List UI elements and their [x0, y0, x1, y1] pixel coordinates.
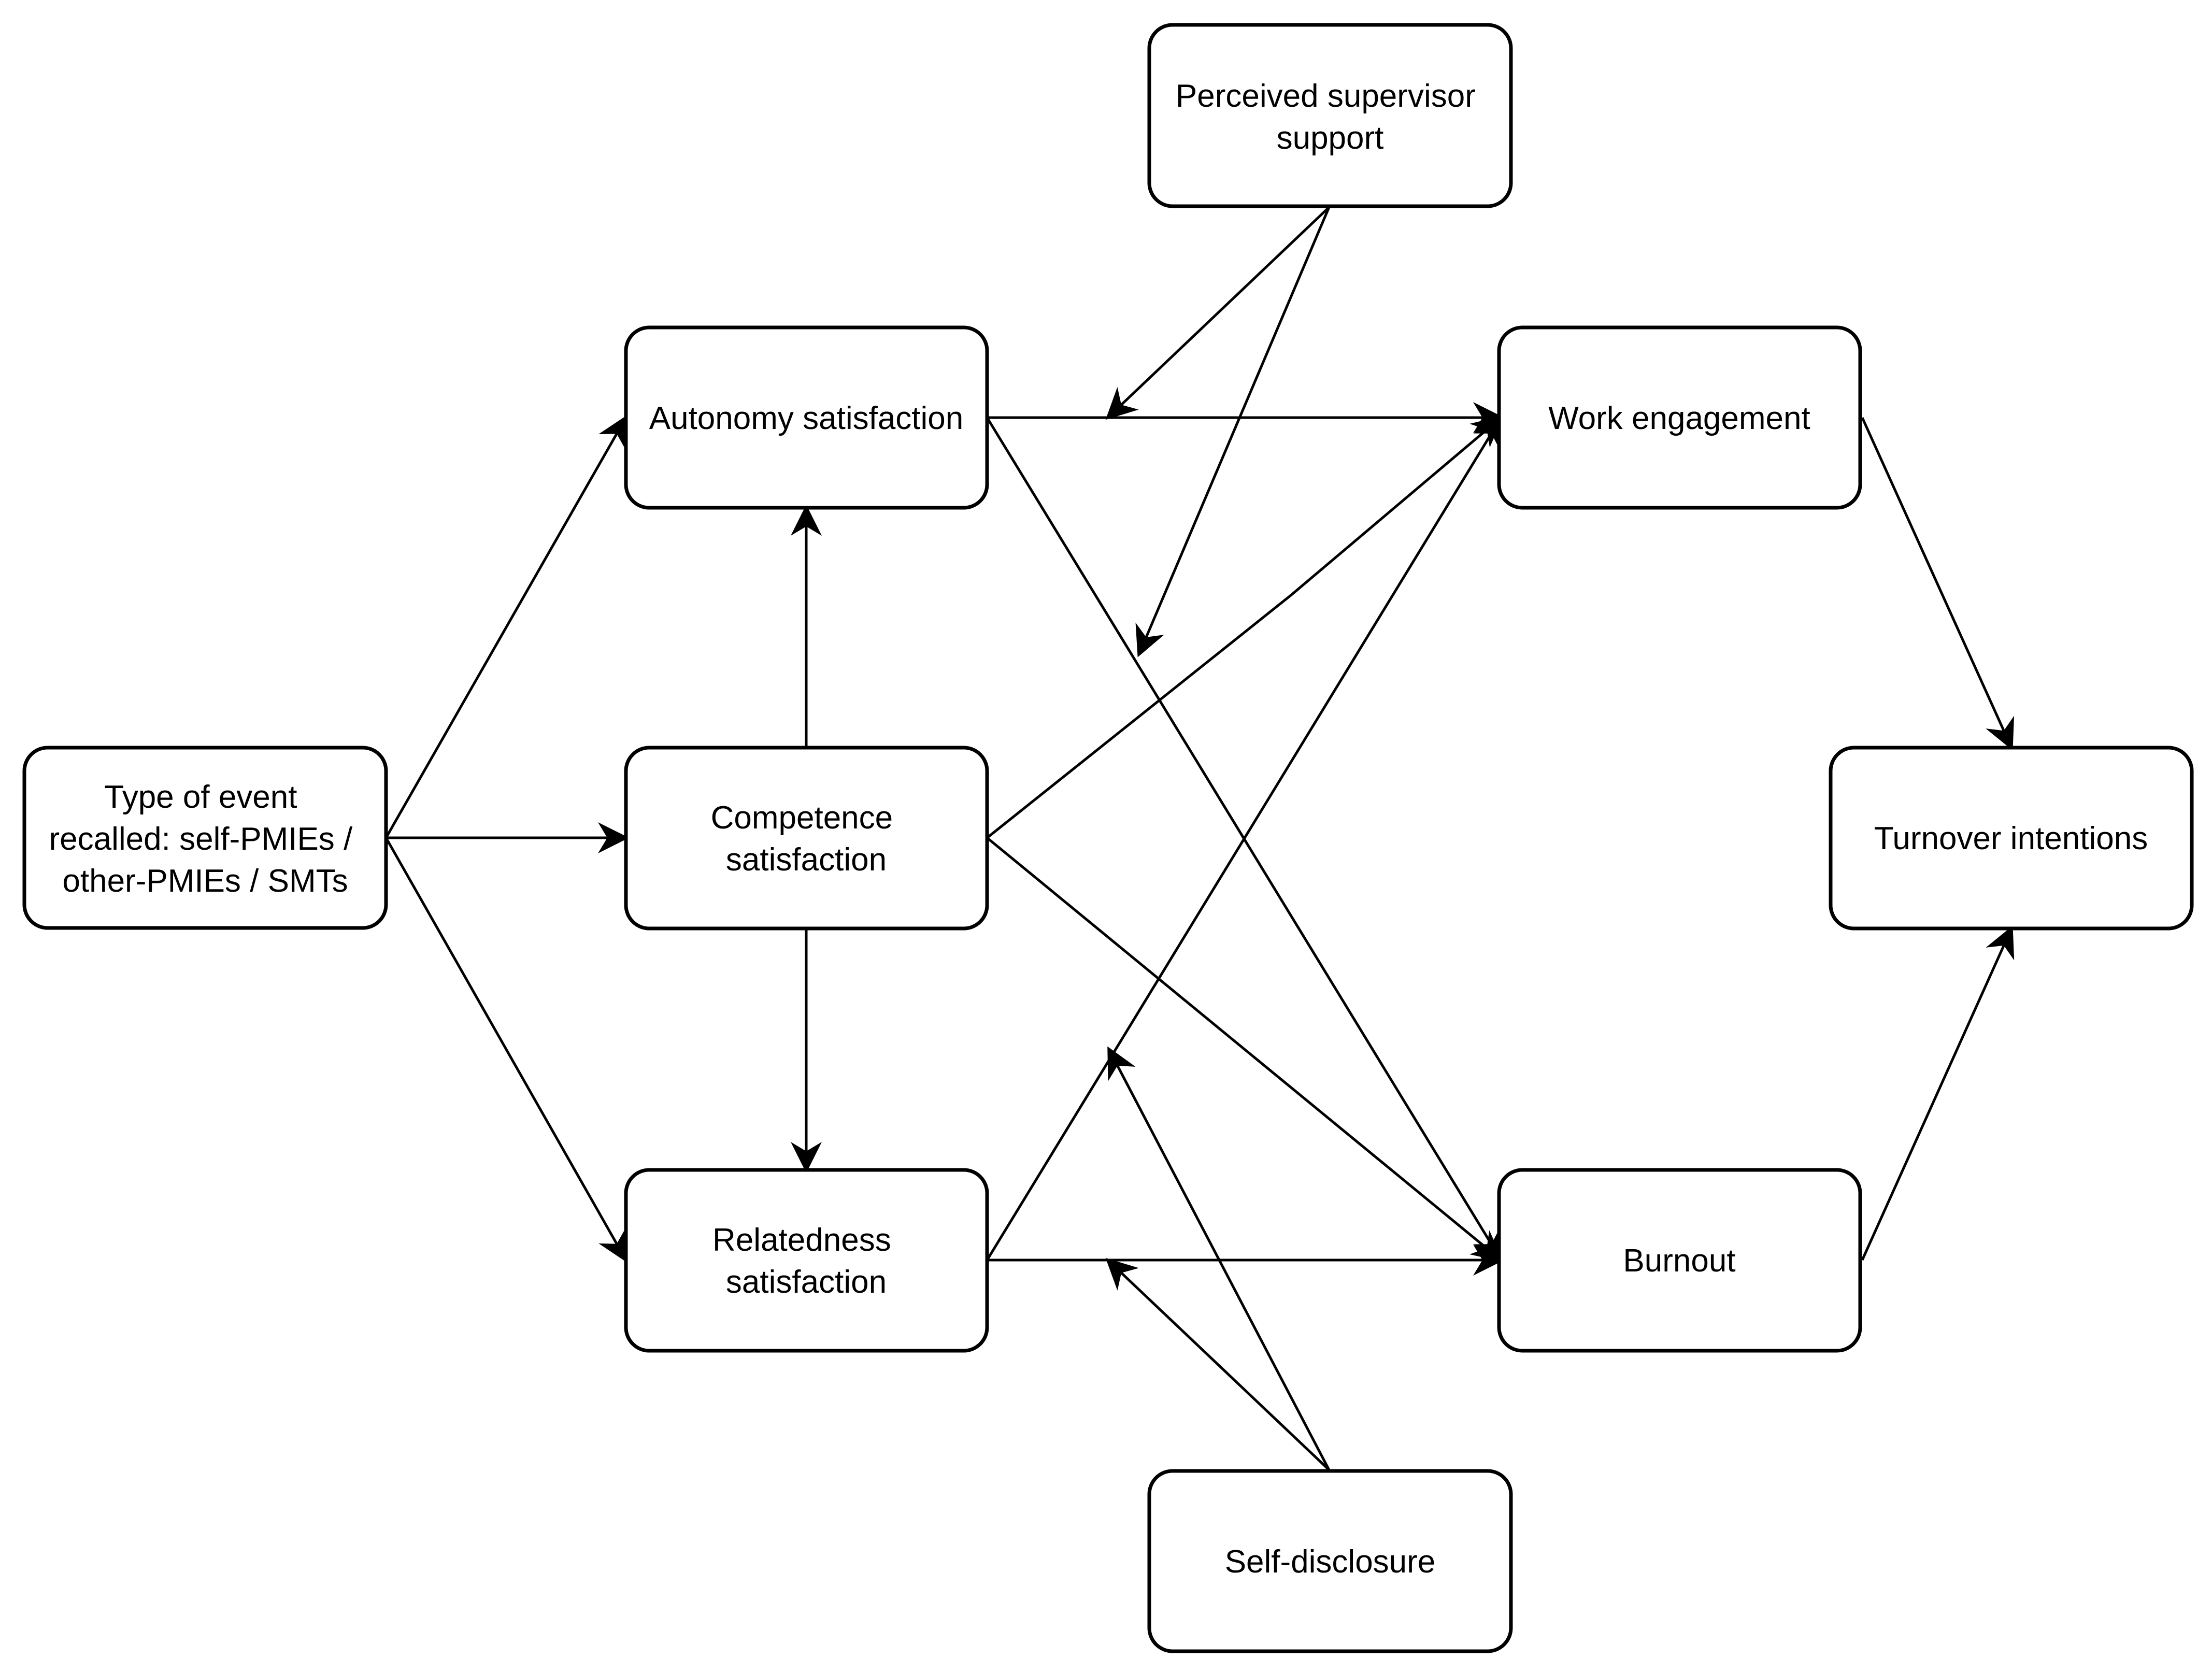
- svg-text:Turnover intentions: Turnover intentions: [1874, 821, 2148, 856]
- node-turnover-line-1: Turnover intentions: [1874, 821, 2148, 856]
- node-engagement-line-1: Work engagement: [1548, 401, 1810, 436]
- svg-text:Autonomy satisfaction: Autonomy satisfaction: [649, 401, 964, 436]
- node-supervisor-line-1: Perceived supervisor: [1176, 78, 1476, 114]
- edge-supervisor-moderates-autonomy-engagement: [1105, 206, 1330, 420]
- node-competence-line-2: satisfaction: [726, 842, 887, 878]
- edge-burnout-to-turnover: [1861, 925, 2015, 1261]
- node-self-disclosure: Self-disclosure: [1147, 1469, 1513, 1653]
- node-event-type-line-2: recalled: self-PMIEs /: [49, 821, 353, 857]
- edge-supervisor-moderates-autonomy-burnout: [1135, 207, 1331, 657]
- node-event-type-line-3: other-PMIEs / SMTs: [62, 863, 348, 899]
- node-turnover-intentions: Turnover intentions: [1829, 746, 2194, 931]
- svg-text:Type of event recalled: Type of event recalled: self-PMIEs / oth…: [49, 779, 362, 899]
- node-relatedness-line-1: Relatedness: [712, 1222, 891, 1258]
- svg-text:Perceived supervisor s: Perceived supervisor support: [1176, 78, 1485, 156]
- svg-text:Burnout: Burnout: [1623, 1243, 1735, 1279]
- svg-text:Work engagement: Work engagement: [1548, 401, 1810, 436]
- svg-text:Self-disclosure: Self-disclosure: [1225, 1544, 1436, 1580]
- node-work-engagement: Work engagement: [1497, 325, 1862, 510]
- svg-text:Competence satisfactio: Competence satisfaction: [711, 800, 902, 878]
- svg-text:Relatedness satisfacti: Relatedness satisfaction: [712, 1222, 900, 1300]
- edge-engagement-to-turnover: [1861, 417, 2015, 751]
- node-supervisor-line-2: support: [1277, 120, 1384, 156]
- node-event-type: Type of event recalled: self-PMIEs / oth…: [22, 746, 388, 930]
- edge-relatedness-to-engagement: [986, 414, 1503, 1261]
- node-competence-satisfaction: Competence satisfaction: [624, 746, 989, 931]
- edge-event-to-autonomy: [384, 414, 627, 839]
- node-disclosure-line-1: Self-disclosure: [1225, 1544, 1436, 1580]
- edge-competence-to-engagement: [986, 416, 1504, 839]
- node-autonomy-line-1: Autonomy satisfaction: [649, 401, 964, 436]
- node-relatedness-line-2: satisfaction: [726, 1264, 887, 1300]
- edge-disclosure-moderates-relatedness-engagement: [1107, 1046, 1331, 1471]
- node-perceived-supervisor-support: Perceived supervisor support: [1147, 23, 1513, 208]
- node-autonomy-satisfaction: Autonomy satisfaction: [624, 325, 989, 510]
- node-event-type-line-1: Type of event: [104, 779, 297, 815]
- node-competence-line-1: Competence: [711, 800, 893, 836]
- edge-event-to-relatedness: [384, 837, 627, 1263]
- node-relatedness-satisfaction: Relatedness satisfaction: [624, 1168, 989, 1353]
- node-burnout: Burnout: [1497, 1168, 1862, 1353]
- node-burnout-line-1: Burnout: [1623, 1243, 1735, 1279]
- edge-competence-to-burnout: [986, 837, 1504, 1262]
- edge-disclosure-moderates-relatedness-burnout: [1105, 1257, 1330, 1471]
